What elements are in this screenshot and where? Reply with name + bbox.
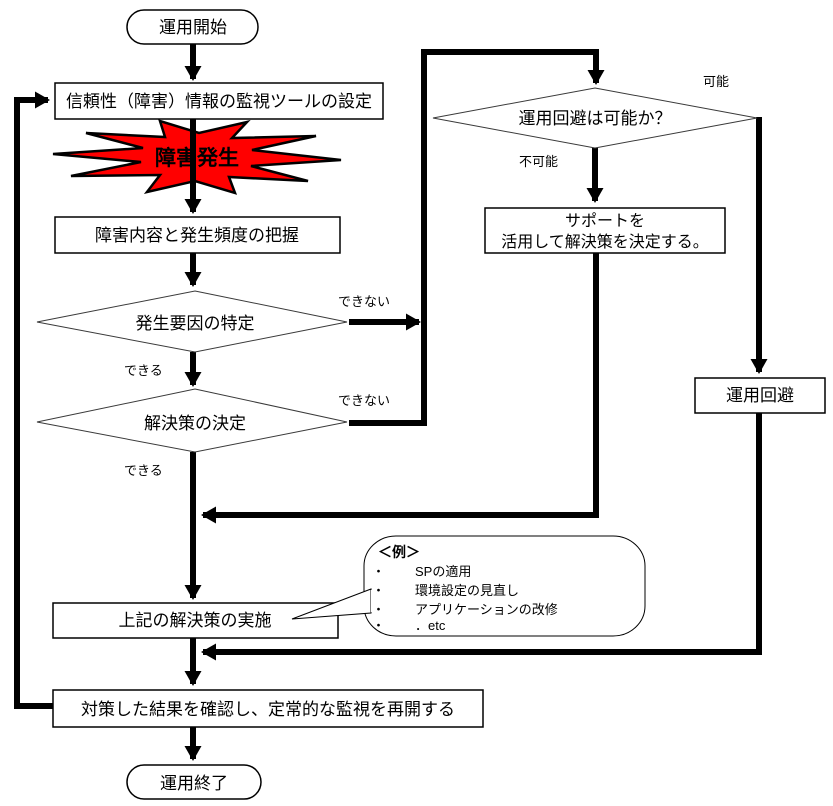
arrow-feedback-loop (14, 91, 53, 709)
end-node-shape (126, 764, 262, 800)
grasp-node-label: 障害内容と発生頻度の把握 (95, 226, 299, 245)
callout-item-3: アプリケーションの改修 (415, 602, 558, 617)
branch-label-cannot-1: できない (338, 294, 390, 309)
callout-item-2: 環境設定の見直し (415, 583, 519, 598)
flow-texts: 運用開始 信頼性（障害）情報の監視ツールの設定 障害発生 障害内容と発生頻度の把… (66, 18, 794, 793)
identify-decision-label: 発生要因の特定 (136, 314, 255, 333)
branch-label-can-2: できる (124, 463, 163, 478)
workaround-question-label: 運用回避は可能か？ (519, 109, 672, 128)
branch-label-cannot-2: できない (338, 393, 390, 408)
failure-burst-label: 障害発生 (155, 146, 239, 170)
start-node-label: 運用開始 (159, 18, 227, 37)
arrow-workaround-merge (201, 413, 762, 661)
branch-label-can-1: できる (124, 363, 163, 378)
workaround-node-shape (694, 377, 826, 414)
arrow-support-merge (201, 253, 599, 524)
callout-title: ＜例＞ (378, 544, 420, 560)
callout-bullet-4: ・ (372, 618, 385, 633)
branch-label-possible: 可能 (703, 74, 729, 89)
callout-bullet-2: ・ (372, 583, 385, 598)
identify-decision-shape (36, 290, 348, 353)
callout-bubble-shape (363, 535, 646, 637)
setup-node-shape (54, 82, 384, 120)
grasp-node-shape (54, 216, 341, 254)
arrow-decide-cannot-to-question (349, 49, 605, 426)
start-node-shape (126, 9, 259, 45)
decide-decision-shape (36, 388, 348, 453)
implement-node-shape (52, 602, 339, 639)
support-node-label-line1: サポートを (565, 212, 645, 230)
decide-decision-label: 解決策の決定 (144, 414, 246, 433)
confirm-node-shape (52, 689, 484, 728)
example-callout (291, 535, 646, 637)
callout-item-4: ．etc (415, 618, 446, 633)
flow-lines (14, 44, 768, 761)
callout-bullet-3: ・ (372, 602, 385, 617)
flow-nodes (36, 9, 826, 800)
implement-node-label: 上記の解決策の実施 (119, 611, 272, 630)
support-node-shape (484, 207, 726, 254)
workaround-question-shape (432, 87, 758, 149)
callout-item-1: SPの適用 (415, 564, 471, 579)
confirm-node-label: 対策した結果を確認し、定常的な監視を再開する (81, 700, 455, 719)
branch-label-impossible: 不可能 (519, 154, 558, 169)
support-node-label-line2: 活用して解決策を決定する。 (501, 233, 709, 251)
end-node-label: 運用終了 (160, 774, 228, 793)
workaround-node-label: 運用回避 (726, 386, 794, 405)
callout-bullet-1: ・ (372, 564, 385, 579)
setup-node-label: 信頼性（障害）情報の監視ツールの設定 (66, 92, 372, 111)
failure-burst-shape (52, 119, 342, 195)
callout-tail-cover (371, 590, 375, 612)
